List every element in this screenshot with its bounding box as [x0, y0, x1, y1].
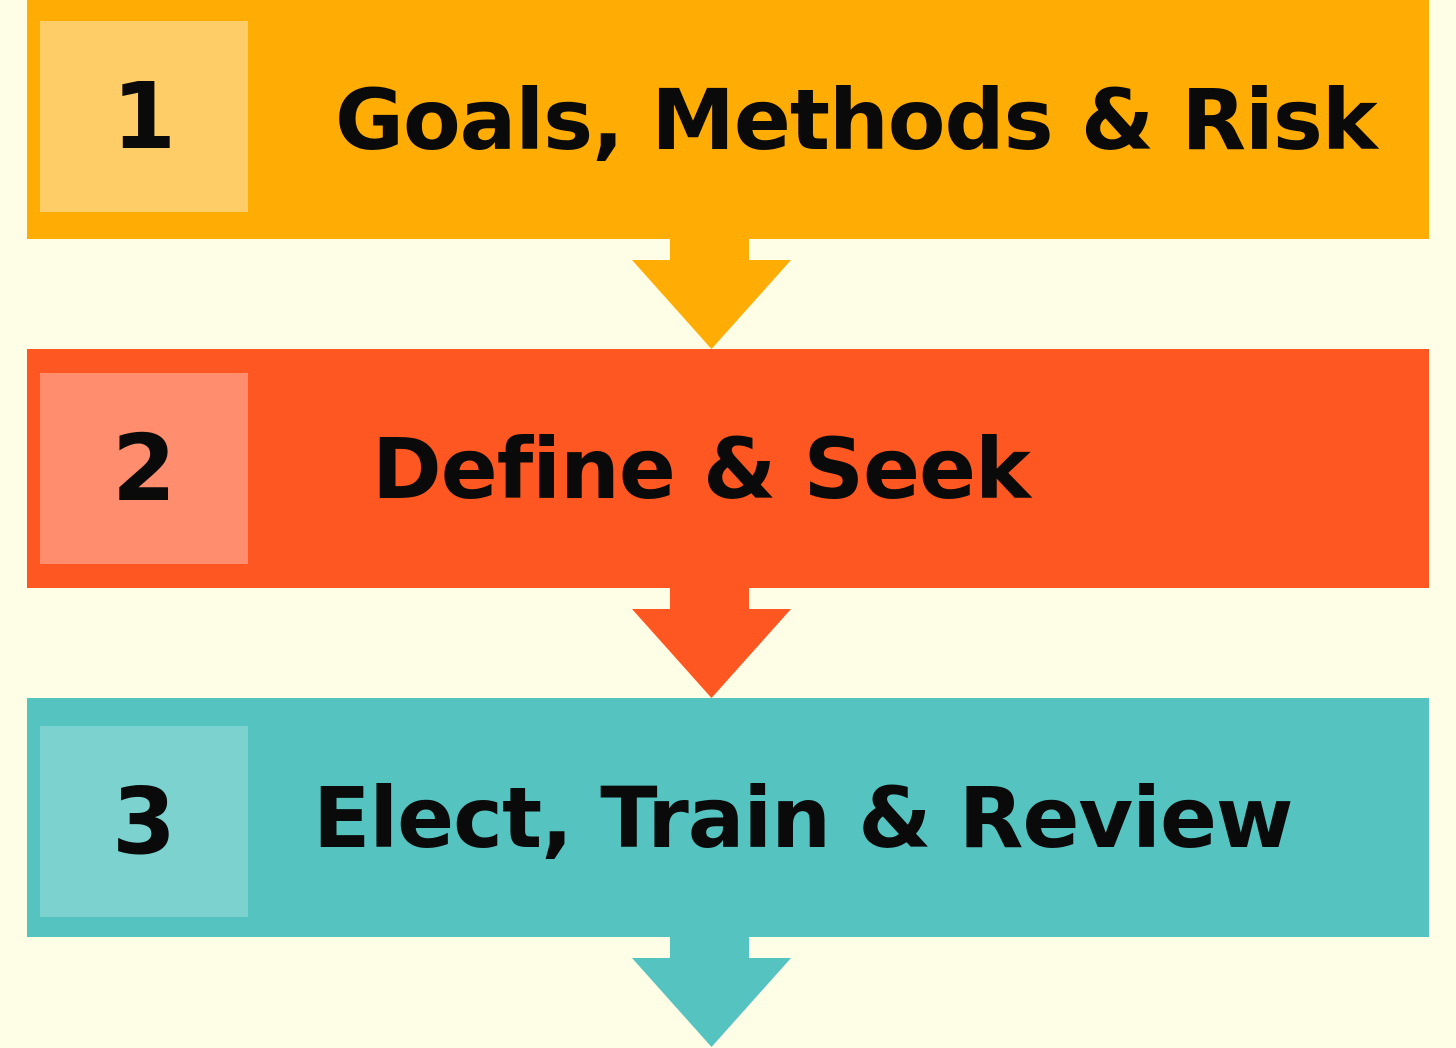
arrow-down-icon	[632, 238, 791, 349]
step-3-label: Elect, Train & Review	[313, 768, 1294, 867]
step-2-banner: 2 Define & Seek	[27, 349, 1429, 588]
step-2-number: 2	[40, 373, 248, 564]
arrow-2-shape	[632, 587, 791, 698]
step-1-label: Goals, Methods & Risk	[335, 70, 1378, 169]
arrow-down-icon	[632, 587, 791, 698]
arrow-down-icon	[632, 936, 791, 1047]
arrow-1-shape	[632, 238, 791, 349]
step-1-number: 1	[40, 21, 248, 212]
step-1-banner: 1 Goals, Methods & Risk	[27, 0, 1429, 239]
step-3-number: 3	[40, 726, 248, 917]
step-3-banner: 3 Elect, Train & Review	[27, 698, 1429, 937]
arrow-3-shape	[632, 936, 791, 1047]
step-2-label: Define & Seek	[372, 419, 1031, 518]
